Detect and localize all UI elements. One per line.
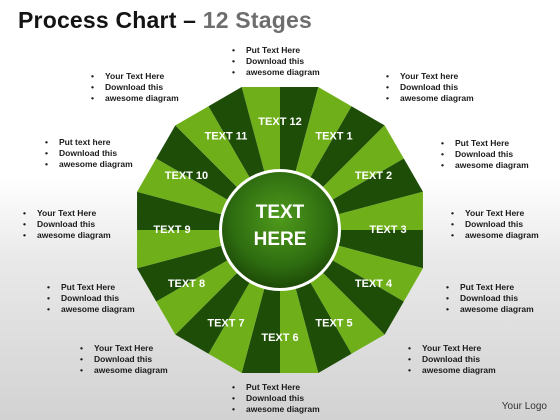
note-stage-7: Your Text Here Download this awesome dia… (79, 343, 168, 376)
note-line: Download this (385, 82, 474, 93)
stage-label: TEXT 5 (315, 317, 352, 329)
note-line: Download this (450, 219, 539, 230)
note-stage-1: Your Text here Download this awesome dia… (385, 71, 474, 104)
title-main: Process Chart (18, 7, 177, 33)
note-line: awesome diagram (231, 404, 320, 415)
logo-text: Your Logo (501, 401, 547, 412)
page-title: Process Chart – 12 Stages (18, 7, 312, 34)
note-line: Put Text Here (231, 45, 320, 56)
stage-label: TEXT 6 (261, 332, 298, 344)
note-line: awesome diagram (407, 365, 496, 376)
note-line: Your Text Here (407, 343, 496, 354)
note-line: awesome diagram (385, 93, 474, 104)
note-line: awesome diagram (46, 304, 135, 315)
note-line: Put text here (44, 137, 133, 148)
note-stage-4: Put Text Here Download this awesome diag… (445, 282, 534, 315)
note-stage-6: Put Text Here Download this awesome diag… (231, 382, 320, 415)
stage-label: TEXT 12 (258, 116, 301, 128)
stage-label: TEXT 4 (355, 278, 393, 290)
stage-segment-light (280, 191, 423, 230)
center-text-line2: HERE (254, 229, 307, 250)
note-line: Your Text here (385, 71, 474, 82)
note-stage-8: Put Text Here Download this awesome diag… (46, 282, 135, 315)
note-line: awesome diagram (90, 93, 179, 104)
stage-label: TEXT 8 (168, 278, 205, 290)
note-line: awesome diagram (445, 304, 534, 315)
note-stage-3: Your Text Here Download this awesome dia… (450, 208, 539, 241)
stage-label: TEXT 1 (315, 130, 352, 142)
note-line: Download this (79, 354, 168, 365)
note-line: Put Text Here (440, 138, 529, 149)
note-line: awesome diagram (44, 159, 133, 170)
center-text-line1: TEXT (256, 202, 305, 223)
stage-label: TEXT 9 (153, 224, 190, 236)
note-stage-9: Your Text Here Download this awesome dia… (22, 208, 111, 241)
note-line: Download this (44, 148, 133, 159)
note-line: awesome diagram (79, 365, 168, 376)
note-line: Download this (440, 149, 529, 160)
note-line: Download this (22, 219, 111, 230)
note-line: Download this (231, 393, 320, 404)
note-stage-11: Your Text Here Download this awesome dia… (90, 71, 179, 104)
note-line: Put Text Here (231, 382, 320, 393)
note-line: Download this (445, 293, 534, 304)
center-hub (222, 172, 338, 288)
stage-label: TEXT 10 (165, 170, 208, 182)
title-dash: – (176, 7, 203, 33)
stage-label: TEXT 3 (369, 224, 406, 236)
note-stage-10: Put text here Download this awesome diag… (44, 137, 133, 170)
note-stage-12: Put Text Here Download this awesome diag… (231, 45, 320, 78)
note-line: Download this (90, 82, 179, 93)
stage-segment-dark (137, 191, 280, 230)
note-line: Your Text Here (90, 71, 179, 82)
stage-label: TEXT 2 (355, 170, 392, 182)
note-line: awesome diagram (440, 160, 529, 171)
note-line: Download this (46, 293, 135, 304)
note-line: Your Text Here (22, 208, 111, 219)
stage-labels: TEXT 12 TEXT 1 TEXT 2 TEXT 3 TEXT 4 TEXT 5 TEX… (153, 116, 406, 344)
note-line: Your Text Here (450, 208, 539, 219)
stage-label: TEXT 7 (207, 317, 244, 329)
note-line: Download this (231, 56, 320, 67)
note-line: Put Text Here (445, 282, 534, 293)
stage-label: TEXT 11 (205, 130, 248, 142)
note-line: awesome diagram (231, 67, 320, 78)
note-stage-2: Put Text Here Download this awesome diag… (440, 138, 529, 171)
title-sub: 12 Stages (202, 7, 312, 33)
note-stage-5: Your Text Here Download this awesome dia… (407, 343, 496, 376)
note-line: awesome diagram (450, 230, 539, 241)
note-line: Put Text Here (46, 282, 135, 293)
note-line: awesome diagram (22, 230, 111, 241)
note-line: Download this (407, 354, 496, 365)
note-line: Your Text Here (79, 343, 168, 354)
